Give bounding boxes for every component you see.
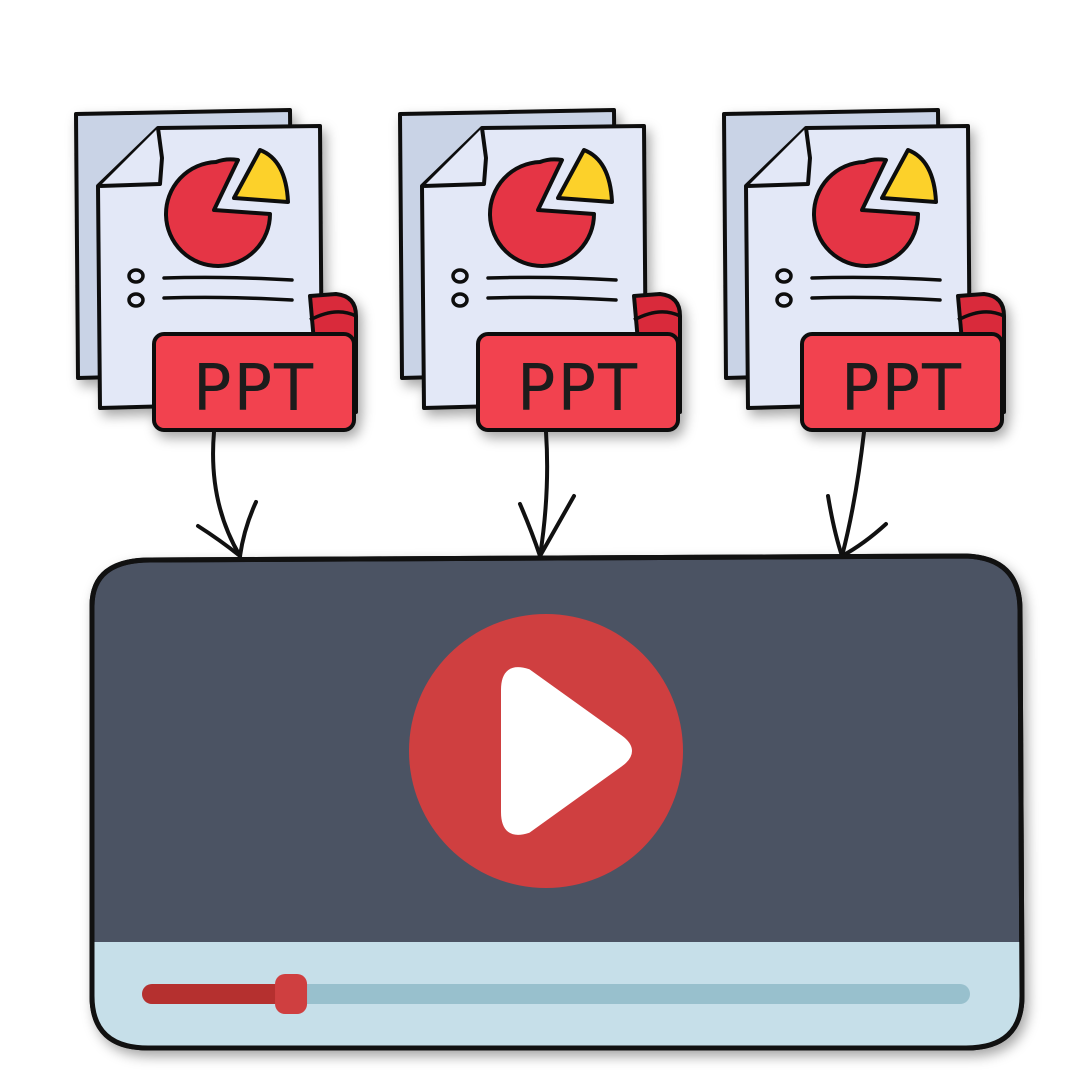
document-stack-3: PPT: [722, 108, 1006, 432]
ppt-label-3: PPT: [841, 352, 963, 426]
document-stack-1: PPT: [74, 108, 358, 432]
arrow-icon: [518, 430, 576, 558]
ppt-label-2: PPT: [517, 352, 639, 426]
arrow-icon: [196, 430, 258, 558]
progress-handle[interactable]: [275, 974, 308, 1014]
progress-bar[interactable]: [142, 974, 970, 1014]
document-stack-2: PPT: [398, 108, 682, 432]
progress-track[interactable]: [142, 984, 970, 1004]
arrow-icon: [826, 430, 888, 558]
play-button[interactable]: [409, 614, 683, 888]
play-icon: [501, 667, 632, 835]
ppt-label-1: PPT: [193, 352, 315, 426]
progress-fill: [142, 984, 292, 1004]
